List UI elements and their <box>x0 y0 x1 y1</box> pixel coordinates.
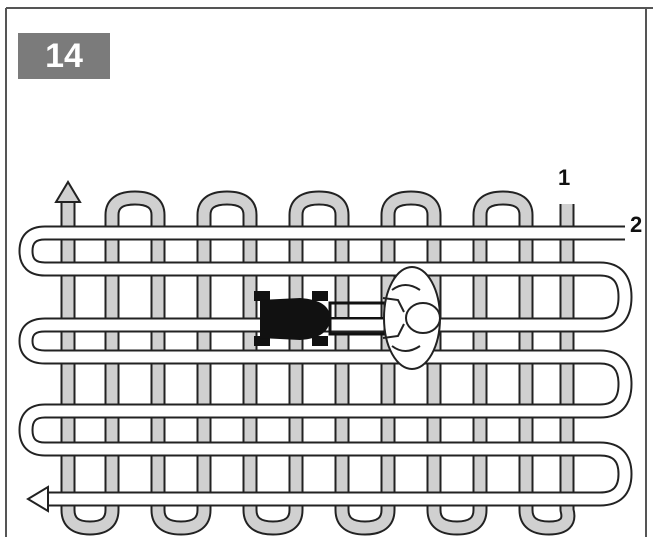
operator-icon <box>382 266 441 370</box>
callout-label-second-pass: 2 <box>630 212 643 237</box>
pass-2-horizontal-path <box>18 225 633 513</box>
up-arrow-icon <box>54 180 82 203</box>
callout-label-first-pass: 1 <box>558 165 571 190</box>
lawn-mower-icon <box>254 291 390 346</box>
step-number-badge: 14 <box>18 33 110 79</box>
left-arrow-icon <box>26 485 49 513</box>
